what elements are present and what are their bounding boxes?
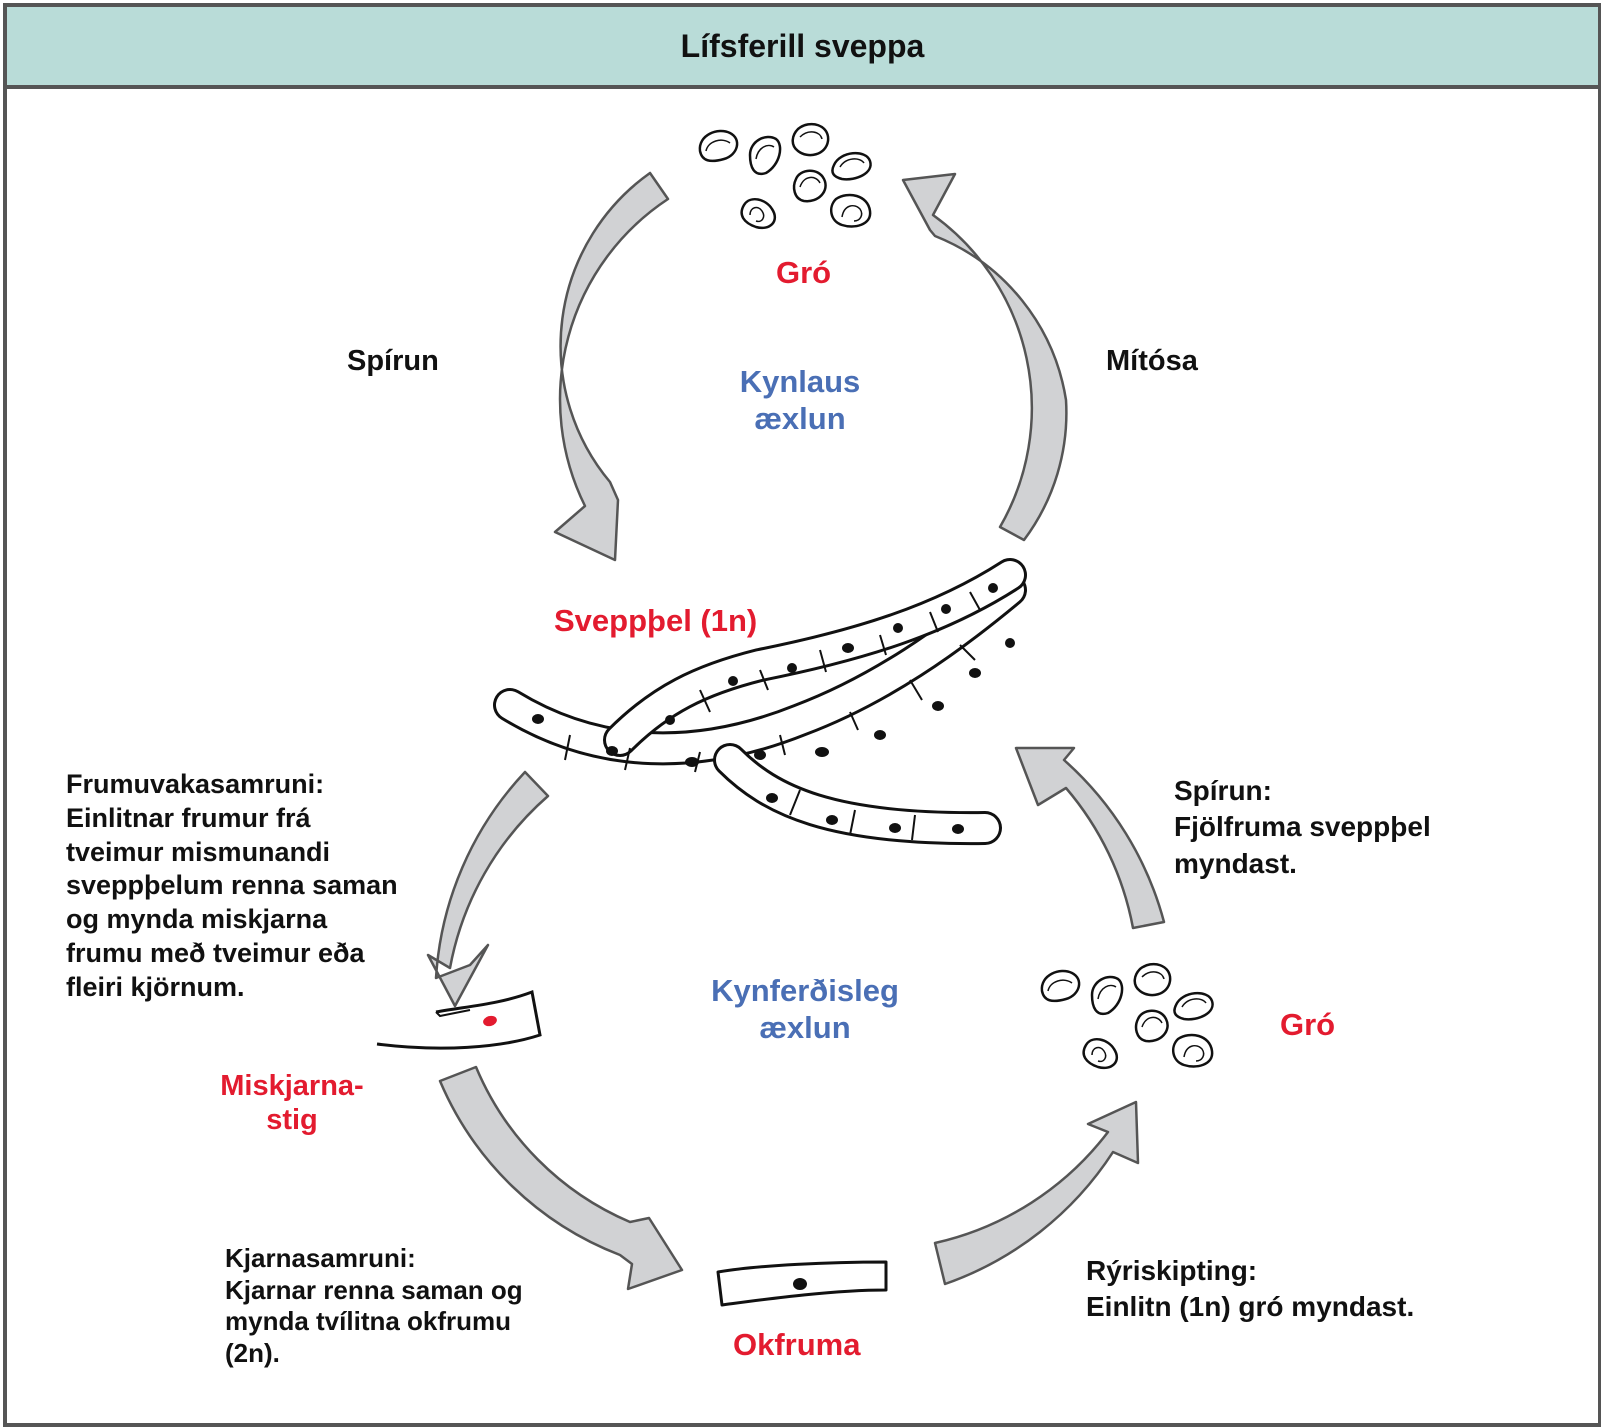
spores-top-icon [698, 122, 872, 230]
title-bar: Lífsferill sveppa [7, 7, 1598, 89]
label-sveppthel: Sveppþel (1n) [554, 603, 758, 638]
arrow-mitosa [901, 172, 1068, 542]
diagram-frame: Lífsferill sveppa [3, 3, 1601, 1427]
label-mitosa: Mítósa [1106, 345, 1198, 377]
spores-right-icon [1040, 962, 1214, 1070]
label-spirun-right: Spírun:Fjölfruma sveppþel myndast. [1174, 775, 1431, 879]
arrow-kjarnasamruni [438, 1065, 684, 1291]
dikaryon-cell-icon [376, 989, 542, 1050]
label-kjarnasamruni: Kjarnasamruni:Kjarnar renna saman og myn… [225, 1243, 523, 1369]
label-frumuvakasamruni: Frumuvakasamruni:Einlitnar frumur frá tv… [66, 769, 398, 1002]
label-spirun-top: Spírun [347, 345, 439, 377]
arrow-ryriskipting [933, 1100, 1140, 1286]
label-miskjarnastig: Miskjarna-stig [220, 1070, 364, 1137]
label-gro-right: Gró [1280, 1007, 1336, 1042]
label-ryriskipting: Rýriskipting:Einlitn (1n) gró myndast. [1086, 1255, 1415, 1323]
arrow-frumuvaka [426, 770, 550, 1008]
label-gro-top: Gró [776, 255, 832, 290]
arrow-spirun-top [553, 171, 670, 562]
label-okfruma: Okfruma [733, 1327, 861, 1362]
zygote-cell-icon [716, 1260, 888, 1307]
diagram-title: Lífsferill sveppa [680, 27, 925, 64]
mycelium-nuclei-icon [532, 583, 1015, 834]
arrow-spirun-right [1014, 746, 1166, 930]
